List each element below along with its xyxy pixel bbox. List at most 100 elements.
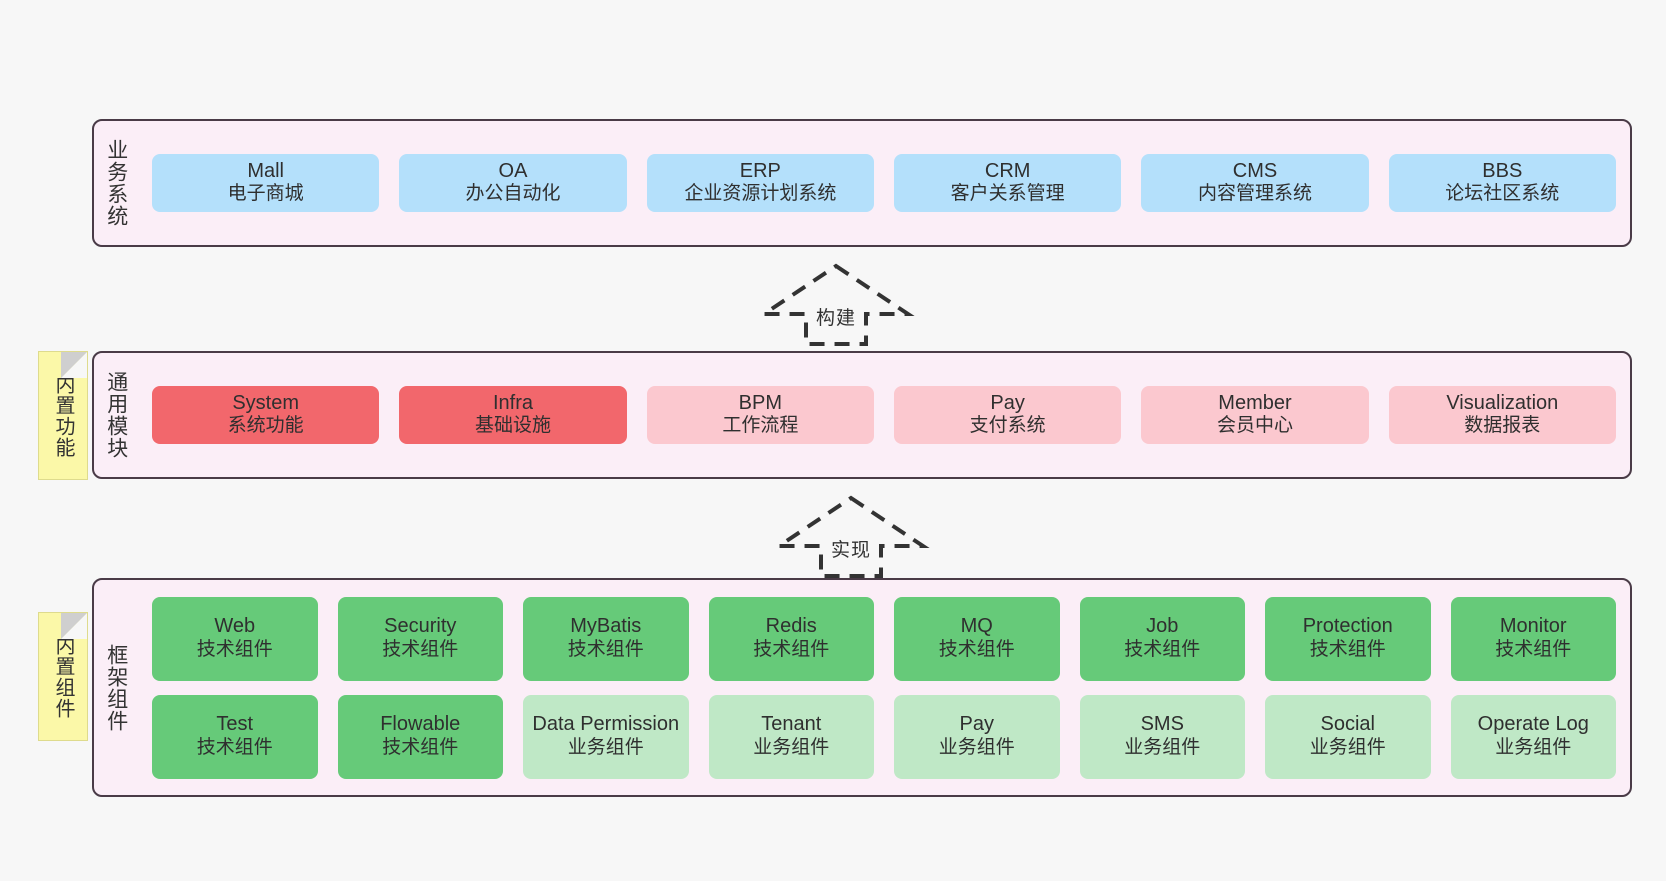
card-subtitle: 业务组件 xyxy=(1495,736,1572,758)
card-subtitle: 技术组件 xyxy=(938,638,1015,660)
card-member[interactable]: Member 会员中心 xyxy=(1141,385,1369,445)
arrow-shape-icon xyxy=(757,263,915,346)
card-title: Protection xyxy=(1302,615,1393,638)
card-social[interactable]: Social 业务组件 xyxy=(1265,694,1431,779)
card-title: Web xyxy=(214,615,256,638)
card-title: System xyxy=(232,391,299,414)
card-visualization[interactable]: Visualization 数据报表 xyxy=(1388,385,1616,445)
sticky-note-builtin-components: 内置组件 xyxy=(38,612,88,741)
card-monitor[interactable]: Monitor 技术组件 xyxy=(1450,596,1616,681)
arrow-label-implement: 实现 xyxy=(830,540,871,561)
card-title: Pay xyxy=(959,713,994,736)
card-bbs[interactable]: BBS 论坛社区系统 xyxy=(1388,153,1616,213)
card-row: System 系统功能 Infra 基础设施 BPM 工作流程 Pay 支付系统… xyxy=(152,385,1616,445)
card-title: MyBatis xyxy=(570,615,642,638)
card-subtitle: 技术组件 xyxy=(196,736,273,758)
card-title: Flowable xyxy=(380,713,461,736)
card-subtitle: 论坛社区系统 xyxy=(1445,183,1560,205)
card-tenant[interactable]: Tenant 业务组件 xyxy=(708,694,874,779)
card-job[interactable]: Job 技术组件 xyxy=(1079,596,1245,681)
card-subtitle: 支付系统 xyxy=(969,415,1046,437)
card-system[interactable]: System 系统功能 xyxy=(152,385,380,445)
card-subtitle: 业务组件 xyxy=(753,736,830,758)
card-crm[interactable]: CRM 客户关系管理 xyxy=(893,153,1122,213)
card-subtitle: 技术组件 xyxy=(1309,638,1386,660)
layer-business-systems: 业务系统 Mall 电子商城 OA 办公自动化 ERP 企业资源计划系统 CRM… xyxy=(92,119,1632,247)
layer-caption-framework-components: 框架组件 xyxy=(104,643,128,732)
card-title: Pay xyxy=(990,391,1025,414)
card-title: Tenant xyxy=(761,713,822,736)
card-mall[interactable]: Mall 电子商城 xyxy=(152,153,380,213)
card-row: Web 技术组件 Security 技术组件 MyBatis 技术组件 Redi… xyxy=(152,596,1616,681)
card-title: Security xyxy=(384,615,457,638)
layer-caption-business-systems: 业务系统 xyxy=(104,139,128,227)
card-subtitle: 企业资源计划系统 xyxy=(684,183,837,205)
card-redis[interactable]: Redis 技术组件 xyxy=(708,596,874,681)
card-protection[interactable]: Protection 技术组件 xyxy=(1265,596,1431,681)
arrow-build: 构建 xyxy=(757,262,915,348)
card-subtitle: 技术组件 xyxy=(382,736,459,758)
card-subtitle: 技术组件 xyxy=(753,638,830,660)
card-pay-business[interactable]: Pay 业务组件 xyxy=(894,694,1060,779)
card-subtitle: 系统功能 xyxy=(227,415,304,437)
arrow-implement: 实现 xyxy=(772,494,930,580)
card-security[interactable]: Security 技术组件 xyxy=(337,596,503,681)
arrow-label-build: 构建 xyxy=(815,308,856,329)
card-title: Mall xyxy=(247,159,284,182)
card-title: Operate Log xyxy=(1477,713,1589,736)
card-bpm[interactable]: BPM 工作流程 xyxy=(646,385,874,445)
card-title: SMS xyxy=(1140,713,1184,736)
card-title: BBS xyxy=(1482,159,1523,182)
layer-caption-common-modules: 通用模块 xyxy=(104,371,128,459)
card-subtitle: 内容管理系统 xyxy=(1197,183,1312,205)
card-subtitle: 技术组件 xyxy=(196,638,273,660)
card-title: Job xyxy=(1146,615,1179,638)
card-pay[interactable]: Pay 支付系统 xyxy=(893,385,1122,445)
card-web[interactable]: Web 技术组件 xyxy=(152,596,318,681)
card-data-permission[interactable]: Data Permission 业务组件 xyxy=(523,694,689,779)
card-subtitle: 数据报表 xyxy=(1464,415,1541,437)
card-subtitle: 办公自动化 xyxy=(465,183,561,205)
card-title: Infra xyxy=(492,391,533,414)
card-subtitle: 会员中心 xyxy=(1216,415,1293,437)
card-row: Test 技术组件 Flowable 技术组件 Data Permission … xyxy=(152,694,1616,779)
card-mybatis[interactable]: MyBatis 技术组件 xyxy=(523,596,689,681)
layer-body-framework-components: Web 技术组件 Security 技术组件 MyBatis 技术组件 Redi… xyxy=(138,580,1630,795)
card-sms[interactable]: SMS 业务组件 xyxy=(1079,694,1245,779)
arrow-shape-icon xyxy=(772,495,930,578)
card-test[interactable]: Test 技术组件 xyxy=(152,694,318,779)
card-subtitle: 工作流程 xyxy=(722,415,799,437)
card-subtitle: 业务组件 xyxy=(938,736,1015,758)
card-subtitle: 电子商城 xyxy=(227,183,304,205)
sticky-note-builtin-features: 内置功能 xyxy=(38,351,88,480)
card-title: MQ xyxy=(960,615,993,638)
card-erp[interactable]: ERP 企业资源计划系统 xyxy=(646,153,874,213)
card-row: Mall 电子商城 OA 办公自动化 ERP 企业资源计划系统 CRM 客户关系… xyxy=(152,153,1616,213)
card-cms[interactable]: CMS 内容管理系统 xyxy=(1141,153,1369,213)
card-title: ERP xyxy=(739,159,781,182)
layer-body-common-modules: System 系统功能 Infra 基础设施 BPM 工作流程 Pay 支付系统… xyxy=(138,353,1630,477)
card-oa[interactable]: OA 办公自动化 xyxy=(399,153,627,213)
card-subtitle: 技术组件 xyxy=(382,638,459,660)
card-subtitle: 基础设施 xyxy=(474,415,551,437)
card-subtitle: 业务组件 xyxy=(1124,736,1201,758)
card-subtitle: 业务组件 xyxy=(1309,736,1386,758)
card-subtitle: 业务组件 xyxy=(567,736,644,758)
layer-body-business-systems: Mall 电子商城 OA 办公自动化 ERP 企业资源计划系统 CRM 客户关系… xyxy=(138,121,1630,245)
card-title: Redis xyxy=(765,615,817,638)
card-operate-log[interactable]: Operate Log 业务组件 xyxy=(1450,694,1616,779)
card-subtitle: 技术组件 xyxy=(1495,638,1572,660)
card-title: Visualization xyxy=(1446,391,1559,414)
card-title: Test xyxy=(216,713,254,736)
card-title: Social xyxy=(1320,713,1375,736)
card-title: CRM xyxy=(984,159,1031,182)
card-infra[interactable]: Infra 基础设施 xyxy=(399,385,627,445)
card-title: Member xyxy=(1218,391,1292,414)
card-subtitle: 客户关系管理 xyxy=(950,183,1065,205)
card-title: BPM xyxy=(738,391,782,414)
card-flowable[interactable]: Flowable 技术组件 xyxy=(337,694,503,779)
card-mq[interactable]: MQ 技术组件 xyxy=(894,596,1060,681)
card-title: CMS xyxy=(1232,159,1278,182)
card-subtitle: 技术组件 xyxy=(567,638,644,660)
layer-common-modules: 通用模块 System 系统功能 Infra 基础设施 BPM 工作流程 Pay… xyxy=(92,351,1632,479)
